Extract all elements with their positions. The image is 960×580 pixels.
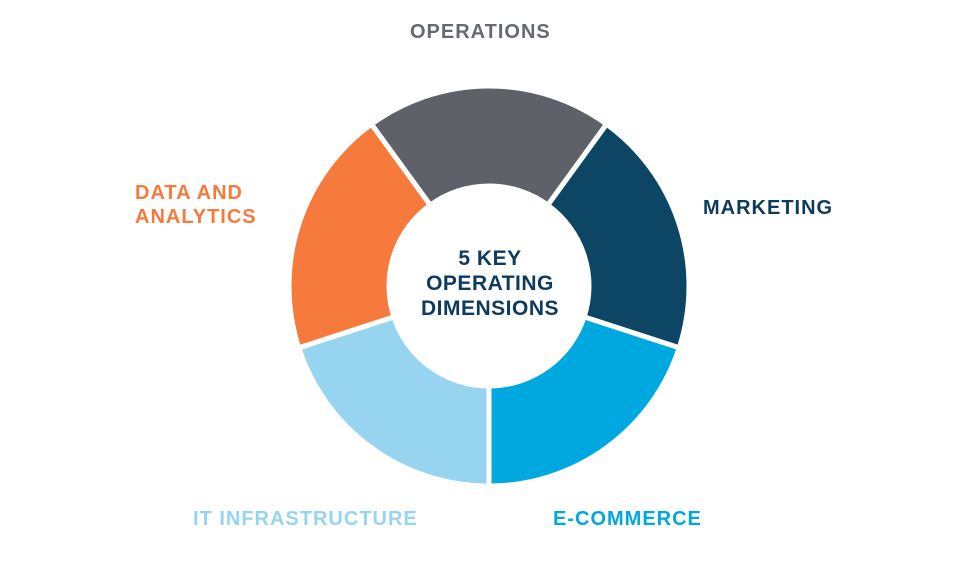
label-data-and-analytics-line-1: DATA AND [135, 182, 243, 204]
segment-it-infrastructure [295, 313, 492, 489]
center-title: 5 KEY OPERATING DIMENSIONS [380, 246, 600, 322]
center-title-line-3: DIMENSIONS [420, 297, 559, 321]
center-circle [391, 188, 587, 384]
segment-operations [367, 83, 611, 209]
donut-segments [286, 83, 692, 489]
center-title-line-1: 5 KEY [458, 247, 522, 270]
segment-e-commerce [486, 313, 683, 489]
segment-data-and-analytics [286, 120, 434, 351]
label-e-commerce: E-COMMERCE [553, 508, 702, 530]
center-title-line-2: OPERATING [426, 272, 554, 296]
label-data-and-analytics-line-2: ANALYTICS [135, 206, 257, 228]
label-marketing: MARKETING [703, 197, 834, 219]
segment-marketing [544, 120, 692, 351]
label-operations: OPERATIONS [410, 21, 551, 43]
label-it-infrastructure: IT INFRASTRUCTURE [193, 508, 418, 530]
label-data-and-analytics: DATA AND ANALYTICS [135, 181, 257, 229]
